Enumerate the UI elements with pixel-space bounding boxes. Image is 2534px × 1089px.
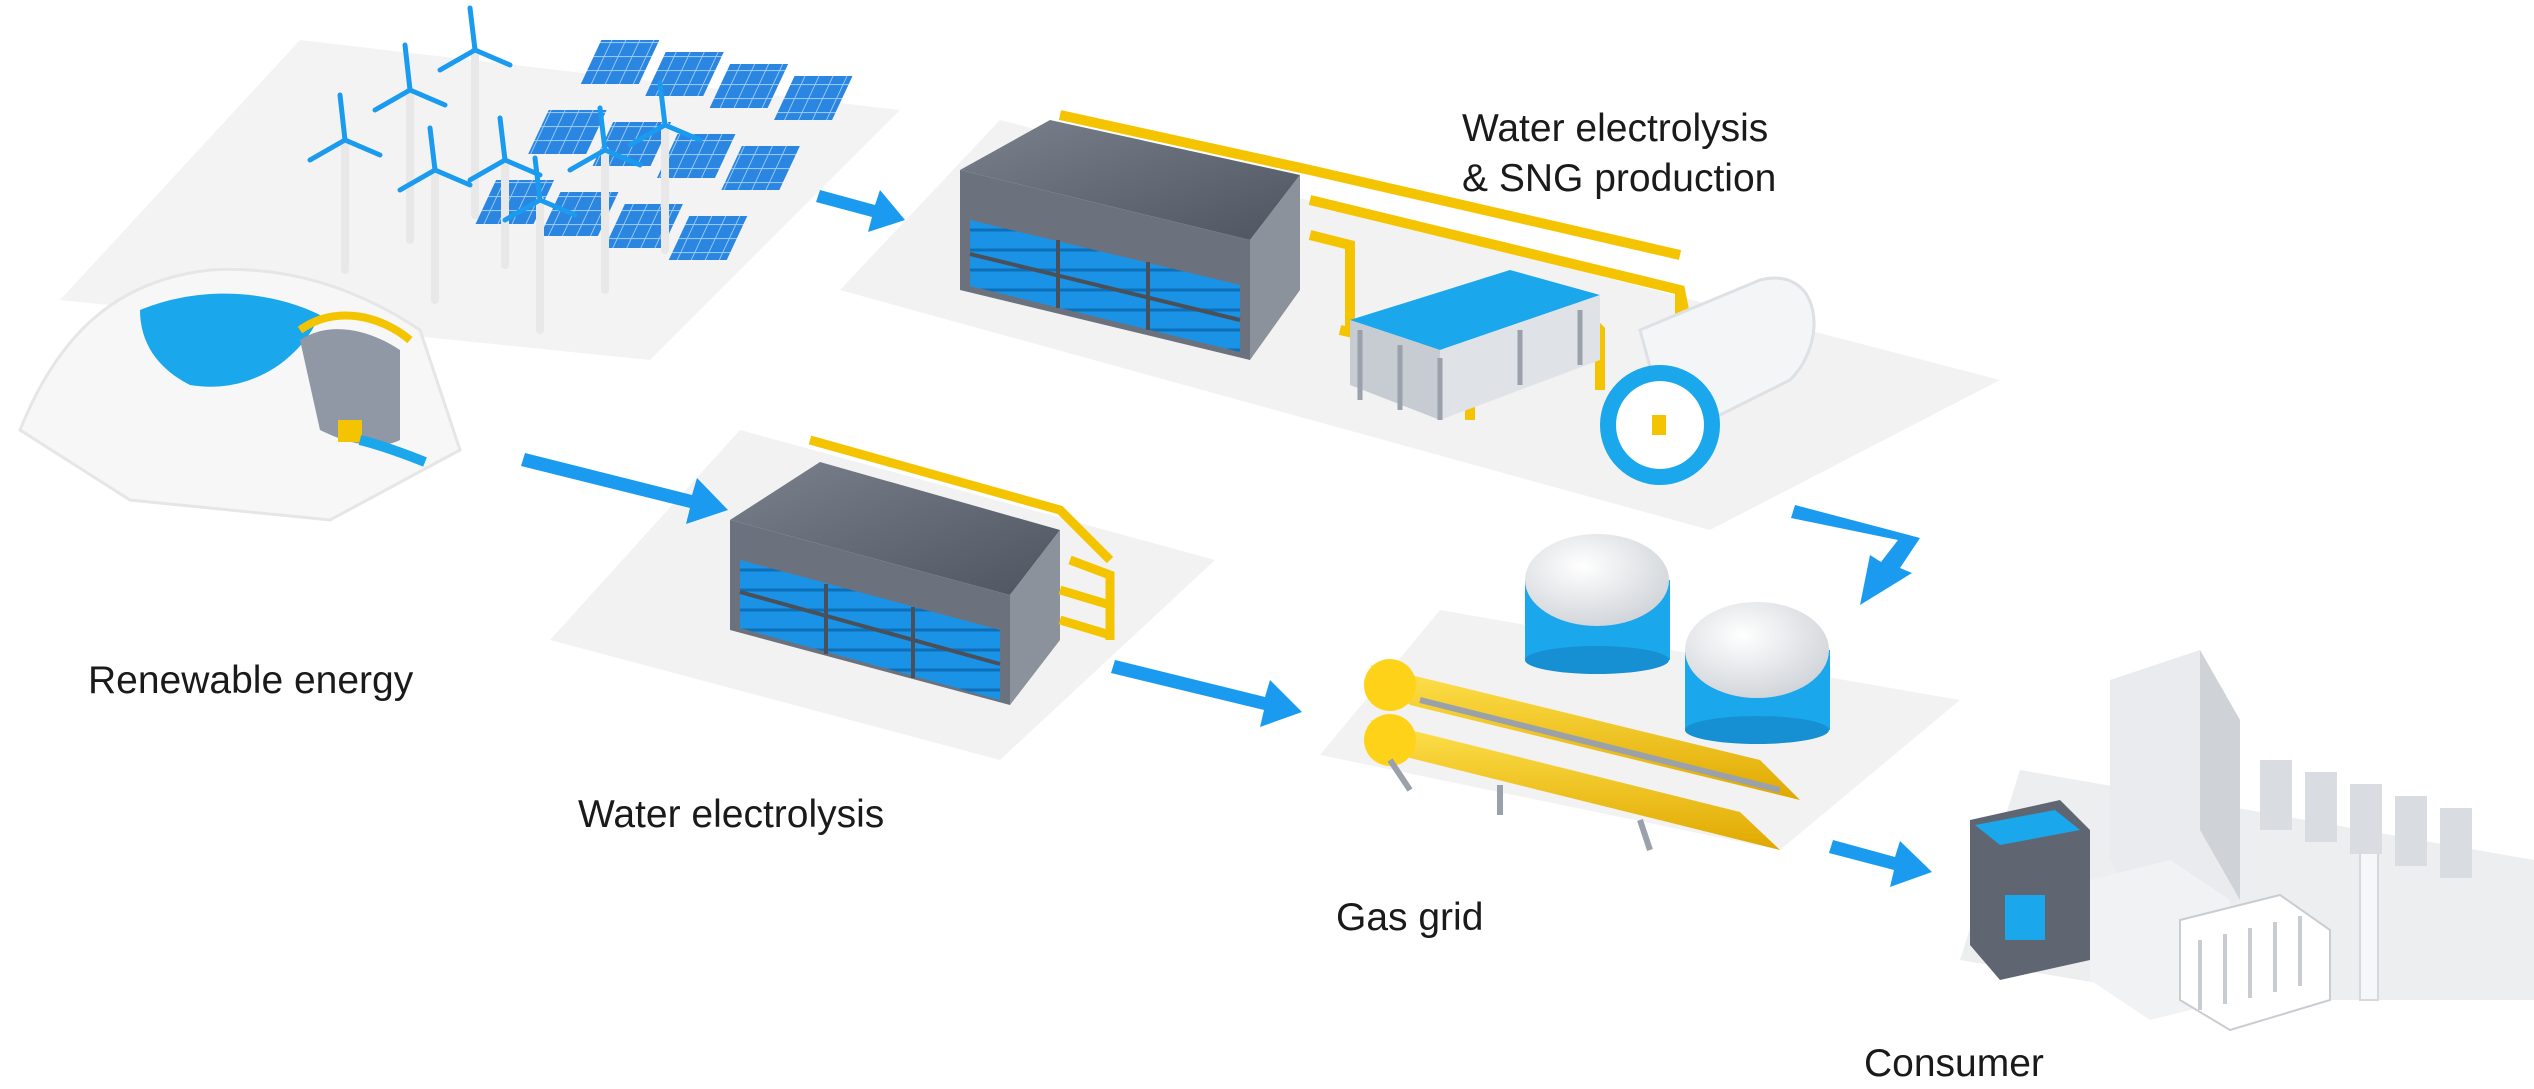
label-sng-line-2: & SNG production [1462,157,1777,200]
water-electrolysis-plant [550,430,1215,760]
gas-grid-platform [1320,610,1960,850]
hydrogen-tank-icon [1600,276,1816,485]
arrow-renewable-to-sng [816,190,905,232]
electrolyzer-building-icon [960,120,1300,360]
turbine-blades [307,5,703,223]
power-plant-icon [1970,650,2472,1032]
label-sng-line-1: Water electrolysis [1462,107,1769,150]
consumer-site [1960,650,2534,1032]
gas-storage-tank-icon [1350,270,1600,420]
label-water-electrolysis: Water electrolysis [578,793,885,836]
arrow-renewable-to-electrolysis [521,453,728,524]
wind-turbine-icon [341,46,669,334]
label-consumer: Consumer [1864,1042,2044,1085]
label-renewable-energy: Renewable energy [88,659,414,702]
arrow-electrolysis-to-gas-grid [1111,660,1302,727]
renewable-energy-site [18,5,900,522]
label-gas-grid: Gas grid [1336,896,1484,939]
gas-grid-site [1320,534,1960,851]
yellow-pipe-icon [808,435,1115,640]
flow-arrows [521,190,1932,887]
arrow-gas-grid-to-consumer [1829,840,1932,887]
spherical-gas-tank-icon [1525,534,1830,744]
arrow-sng-to-gas-grid [1791,505,1920,605]
electrolyzer-building-icon [730,462,1060,705]
reservoir-dam-icon [18,267,462,522]
label-sng-production: Water electrolysis & SNG production [1462,104,1776,204]
sng-production-plant [840,110,2000,530]
gas-pipeline-icon [1364,659,1800,851]
